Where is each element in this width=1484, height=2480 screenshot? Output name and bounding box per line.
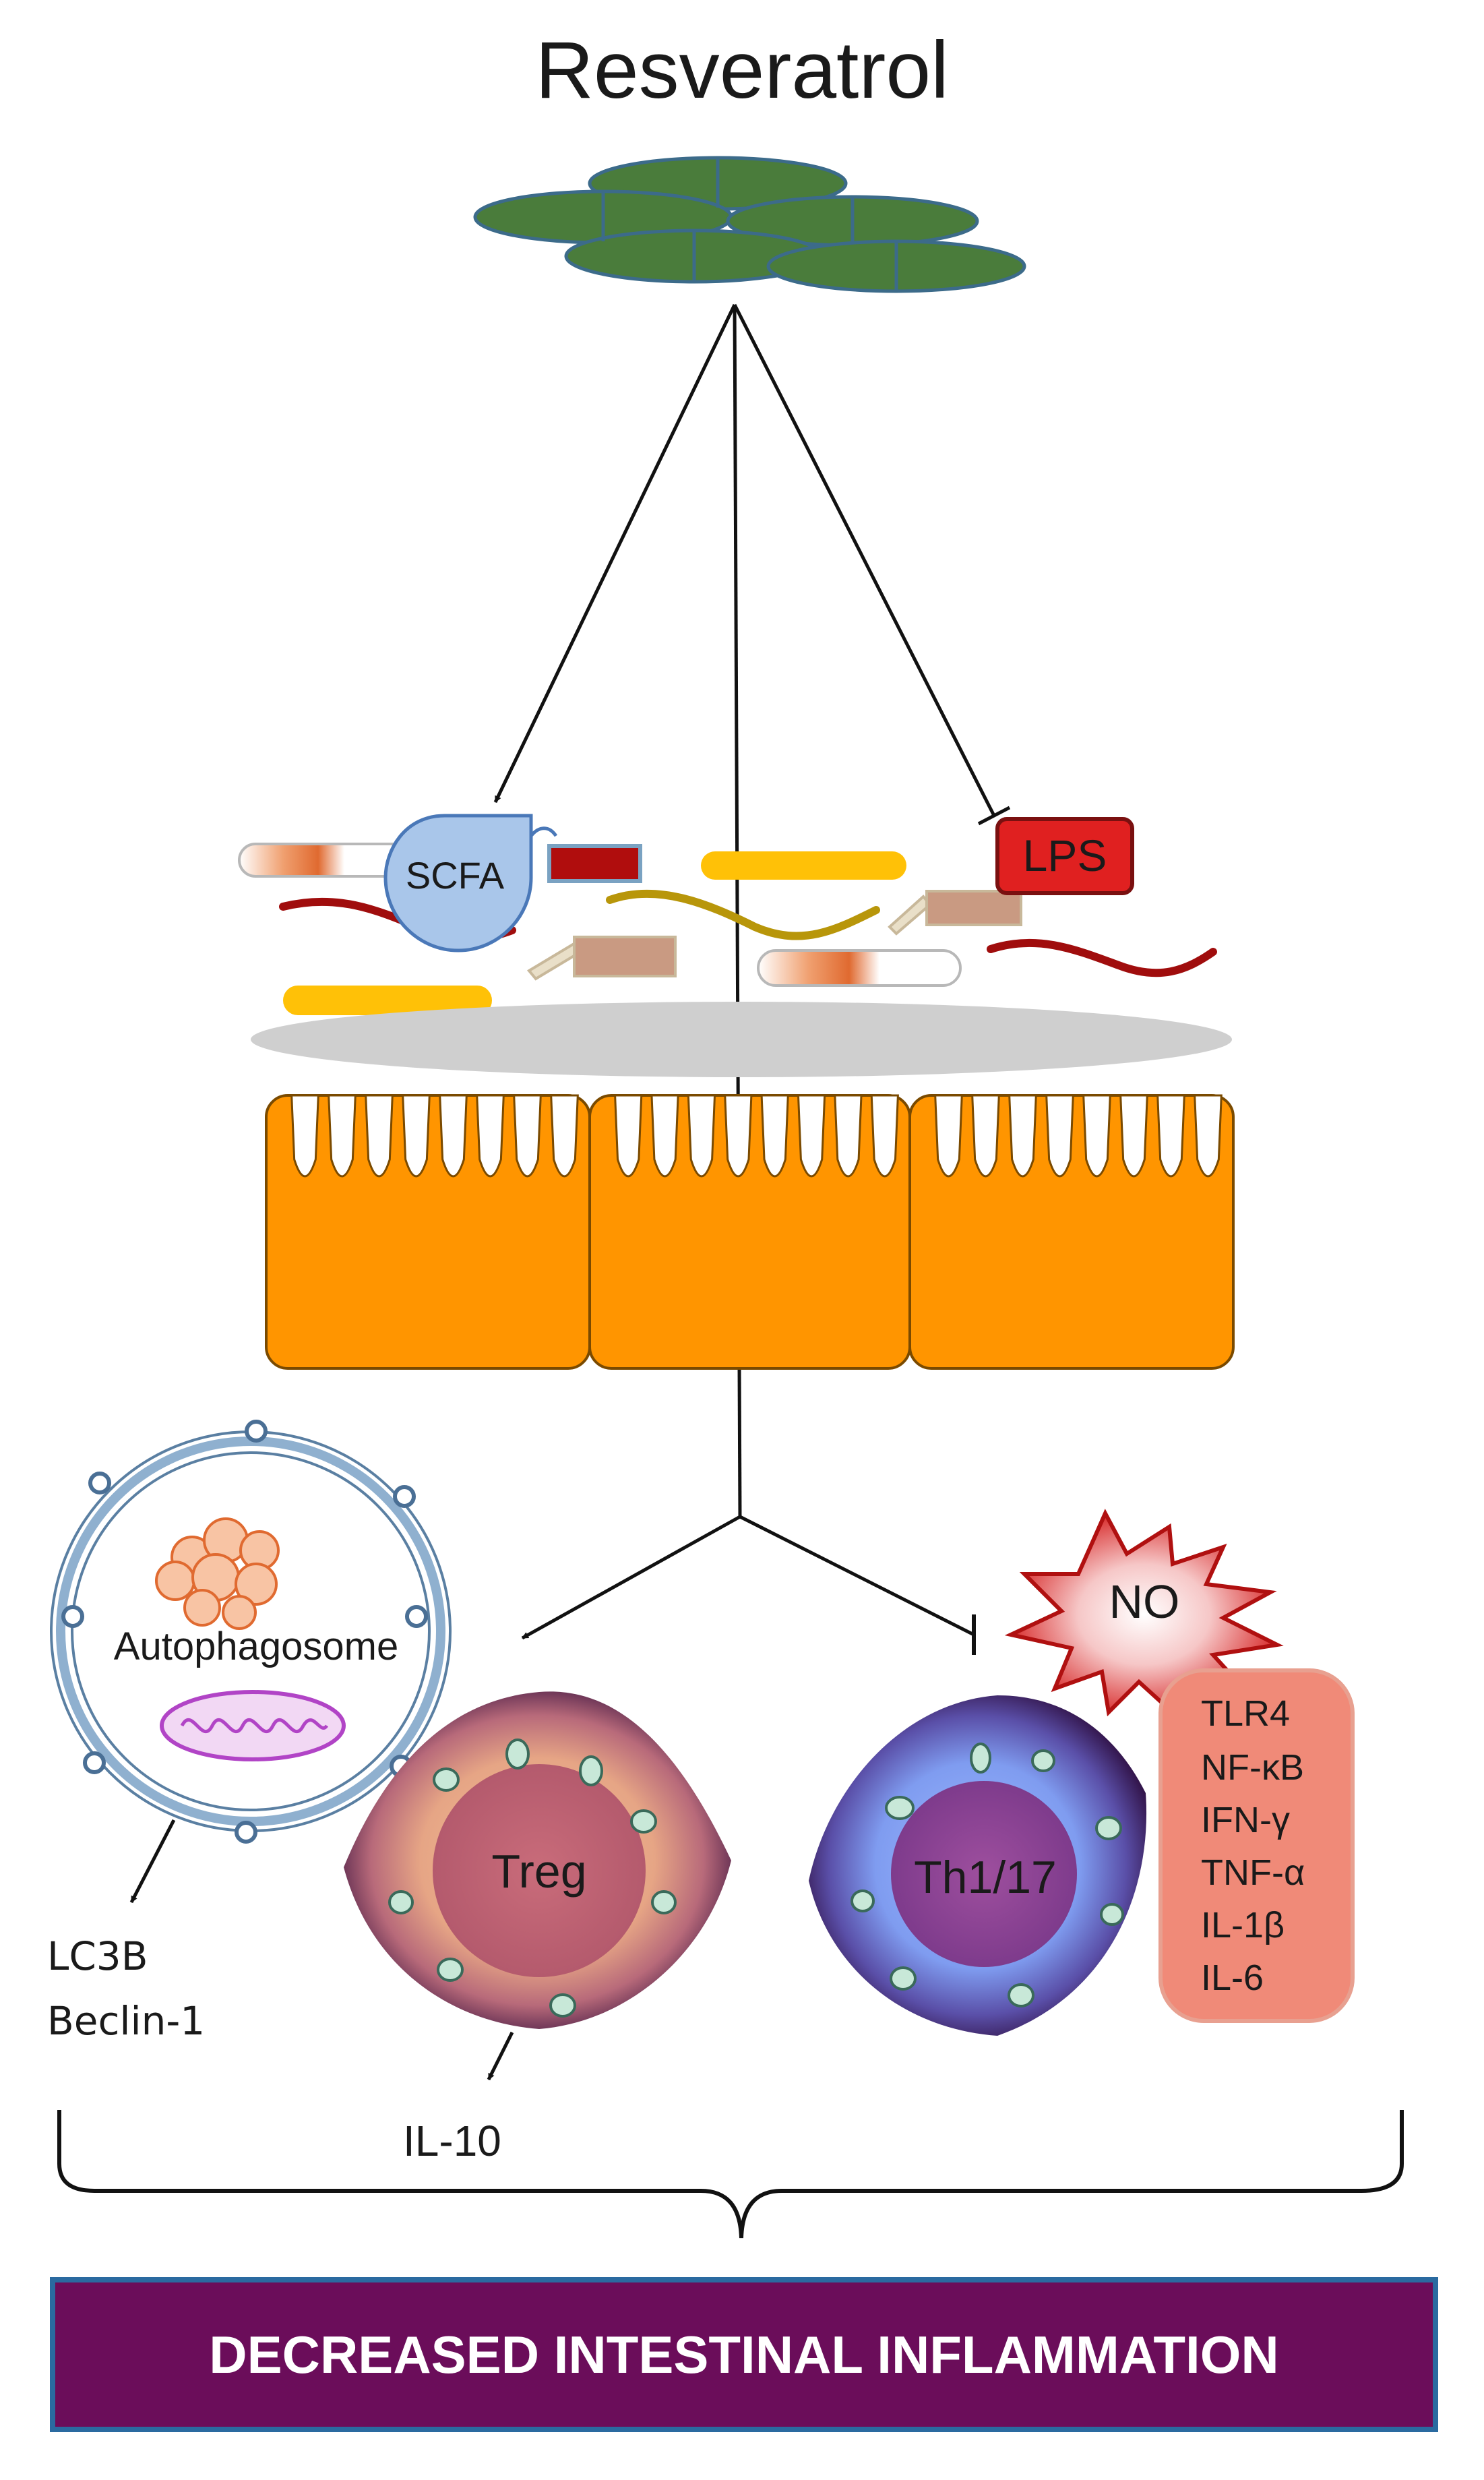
microvillus-gap — [1119, 1094, 1148, 1178]
marker-tlr4: TLR4 — [1201, 1693, 1290, 1734]
microvillus-gap — [550, 1094, 579, 1178]
microvillus-gap — [1156, 1094, 1185, 1178]
microvillus-gap — [934, 1094, 963, 1178]
marker-ifng: IFN-γ — [1201, 1800, 1290, 1840]
th-granules — [851, 1743, 1124, 2007]
microvillus-gap — [797, 1094, 826, 1178]
microvillus-gap — [439, 1094, 468, 1178]
marker-il6: IL-6 — [1201, 1958, 1264, 1998]
outcome-label: DECREASED INTESTINAL INFLAMMATION — [209, 2325, 1278, 2384]
cytokine-il10: IL-10 — [403, 2117, 501, 2165]
outcome-banner: DECREASED INTESTINAL INFLAMMATION — [50, 2277, 1438, 2432]
mucus-layer — [251, 1002, 1232, 1077]
marker-tnfa: TNF-α — [1201, 1852, 1305, 1893]
treg-cell: Treg — [344, 1691, 731, 2081]
microvillus-gap — [724, 1094, 753, 1178]
microvillus-gap — [1194, 1094, 1223, 1178]
treg-label: Treg — [491, 1845, 586, 1898]
th-marker-box: TLR4 NF-κB IFN-γ TNF-α IL-1β IL-6 — [1158, 1668, 1355, 2023]
scfa-label: SCFA — [406, 854, 505, 897]
no-label: NO — [1109, 1575, 1180, 1628]
microvillus-gap — [1082, 1094, 1111, 1178]
resveratrol-molecules-icon — [473, 156, 1026, 293]
th-label: Th1/17 — [914, 1852, 1057, 1903]
microvillus-gap — [614, 1094, 643, 1178]
treg-granules — [388, 1738, 677, 2018]
mitochondrion-icon — [160, 1690, 346, 1761]
microvillus-gap — [1008, 1094, 1037, 1178]
title-resveratrol: Resveratrol — [535, 25, 949, 115]
scfa-molecule: SCFA — [383, 814, 558, 952]
marker-beclin-1: Beclin-1 — [47, 1998, 205, 2044]
microvillus-gap — [870, 1094, 899, 1178]
summary-brace — [57, 2110, 1404, 2239]
microvillus-gap — [1045, 1094, 1074, 1178]
autophagosome-vesicles — [61, 1420, 428, 1844]
microvillus-gap — [650, 1094, 679, 1178]
autophagosome: Autophagosome — [50, 1420, 452, 1904]
microvillus-gap — [365, 1094, 394, 1178]
protein-aggregate-icon — [155, 1517, 280, 1630]
microvillus-gap — [476, 1094, 505, 1178]
microvillus-gap — [402, 1094, 431, 1178]
marker-il1b: IL-1β — [1201, 1905, 1285, 1945]
marker-nfkb: NF-κB — [1201, 1747, 1304, 1788]
th-cell: Th1/17 — [809, 1695, 1147, 2036]
autophagosome-label: Autophagosome — [114, 1625, 398, 1668]
microvillus-gap — [687, 1094, 716, 1178]
lps-box: LPS — [995, 817, 1134, 895]
microvillus-gap — [290, 1094, 319, 1178]
microvillus-gap — [760, 1094, 789, 1178]
epithelium-microvilli — [290, 1094, 1223, 1178]
marker-lc3b: LC3B — [47, 1933, 148, 1979]
microvillus-gap — [328, 1094, 357, 1178]
microvillus-gap — [834, 1094, 863, 1178]
lps-label: LPS — [1023, 830, 1107, 880]
microvillus-gap — [513, 1094, 542, 1178]
microvillus-gap — [971, 1094, 1000, 1178]
